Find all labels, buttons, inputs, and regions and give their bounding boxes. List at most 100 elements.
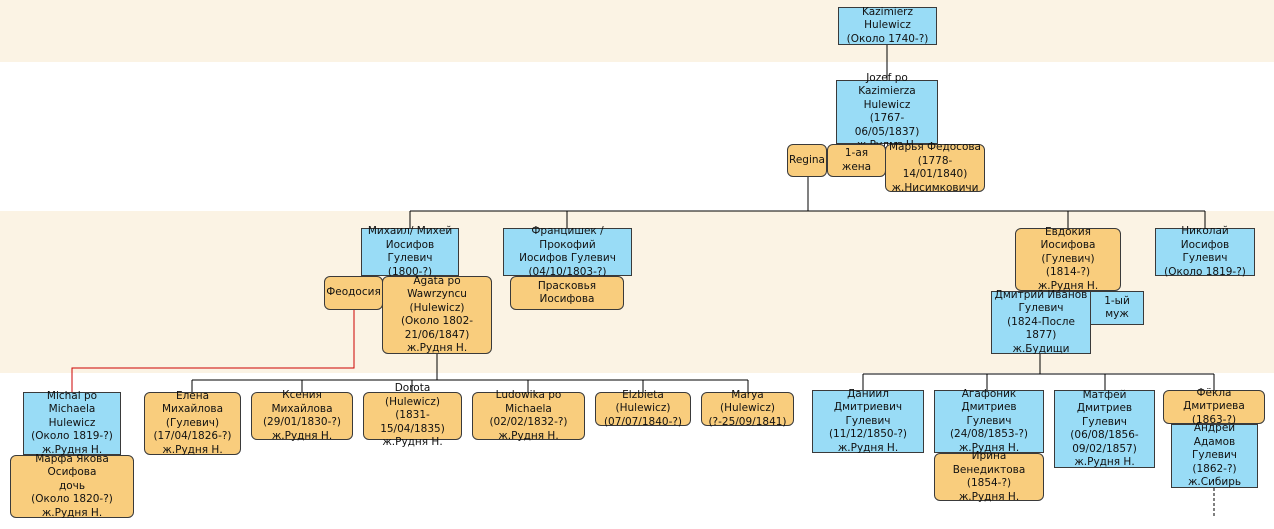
person-marya-fed[interactable]: Марья Федосова(1778-14/01/1840)ж.Нисимко… <box>885 141 985 194</box>
person-text-line: (07/07/1840-?) <box>603 415 683 428</box>
person-elzbieta[interactable]: Elzbieta (Hulewicz)(07/07/1840-?) <box>595 389 691 428</box>
person-text-line: Michal po Michaela <box>46 389 98 416</box>
person-text-line: Гулевич <box>1182 252 1228 264</box>
person-text-line: ж.Рудня Н. <box>41 443 103 456</box>
person-text-line: Hulewicz <box>48 416 96 429</box>
person-text-line: Jozef po Kazimierza <box>858 71 916 98</box>
person-text-line: ж.Рудня Н. <box>382 436 443 449</box>
person-text-line: Dorota (Hulewicz) <box>385 382 440 408</box>
person-text-line: Hulewicz <box>863 98 911 111</box>
person-text-line: Даниил Дмитриевич <box>833 387 903 414</box>
person-text-line: (Гулевич) <box>165 416 220 429</box>
person-text-line: Иосифов Гулевич <box>519 252 616 264</box>
person-praskovya[interactable]: Прасковья Иосифова <box>510 276 624 310</box>
person-text-line: (1800-?) <box>387 265 433 278</box>
person-text-line: Agata po Wawrzyncu <box>407 274 467 301</box>
person-irina[interactable]: Ирина Венедиктова(1854-?)ж.Рудня Н. <box>934 450 1044 503</box>
person-text-line: ж.Рудня Н. <box>837 441 899 454</box>
person-regina[interactable]: Regina <box>787 144 827 177</box>
person-text-line: (11/12/1850-?) <box>828 428 908 441</box>
person-text-line: 1-ый муж <box>1104 294 1130 321</box>
person-kazimierz[interactable]: Kazimierz Hulewicz(Около 1740-?) <box>838 5 937 45</box>
person-text-line: (?-25/09/1841) <box>708 415 787 428</box>
person-text-line: дочь <box>58 479 86 492</box>
person-text-line: Прасковья Иосифова <box>537 279 597 306</box>
person-agata[interactable]: Agata po Wawrzyncu(Hulewicz)(Около 1802-… <box>382 274 492 354</box>
person-text-line: 21/06/1847) <box>404 328 470 341</box>
person-text-line: ж.Сибирь <box>1187 476 1242 489</box>
person-marya-hul[interactable]: Marya (Hulewicz)(?-25/09/1841) <box>701 388 794 428</box>
person-text-line: ж.Рудня Н. <box>41 506 103 519</box>
person-text-line: ж.Рудня Н. <box>498 429 559 442</box>
person-text-line: Marya (Hulewicz) <box>720 388 775 415</box>
person-text-line: Ирина Венедиктова <box>952 450 1026 476</box>
person-text-line: 09/02/1857) <box>1072 442 1137 455</box>
person-text-line: ж.Рудня Н. <box>1037 279 1099 292</box>
person-text-line: Kazimierz Hulewicz <box>862 5 913 32</box>
person-text-line: (Около 1740-?) <box>846 32 929 45</box>
person-text-line: Гулевич <box>966 414 1012 427</box>
person-text-line: 1-ая жена <box>841 147 872 173</box>
person-text-line: (24/08/1853-?) <box>949 428 1029 441</box>
person-feodosia[interactable]: Феодосия <box>324 276 383 310</box>
person-dorota[interactable]: Dorota (Hulewicz)(1831-15/04/1835)ж.Рудн… <box>363 382 462 448</box>
person-wife1[interactable]: 1-ая жена <box>827 144 886 177</box>
person-text-line: Гулевич <box>1081 415 1127 428</box>
person-text-line: (1862-?) <box>1192 462 1237 475</box>
person-text-line: (04/10/1803-?) <box>528 265 607 278</box>
person-text-line: ж.Рудня Н. <box>271 429 333 442</box>
person-text-line: (Около 1820-?) <box>31 493 113 506</box>
person-text-line: (02/02/1832-?) <box>489 416 568 428</box>
person-husband1[interactable]: 1-ый муж <box>1090 291 1144 325</box>
person-text-line: (Около 1819-?) <box>1164 265 1246 278</box>
person-text-line: ж.Рудня Н. <box>958 490 1020 503</box>
person-text-line: (29/01/1830-?) <box>262 416 342 428</box>
person-text-line: ж.Рудня Н. <box>162 443 223 456</box>
person-text-line: (1778-14/01/1840) <box>902 154 968 181</box>
person-text-line: (1854-?) <box>966 477 1012 489</box>
person-text-line: Феодосия <box>326 286 381 299</box>
person-text-line: (06/08/1856- <box>1070 429 1139 441</box>
person-text-line: Андрей Адамов <box>1193 422 1236 448</box>
person-text-line: Гулевич <box>1191 449 1237 462</box>
person-text-line: Дмитрий Иванов <box>994 288 1088 301</box>
person-text-line: (1863-?) <box>1191 413 1237 426</box>
person-fekla[interactable]: Фёкла Дмитриева(1863-?) <box>1163 386 1265 426</box>
person-text-line: ж.Рудня Н. <box>1074 456 1135 468</box>
person-text-line: (1831-15/04/1835) <box>380 409 445 435</box>
person-text-line: (1814-?) <box>1045 266 1091 279</box>
person-text-line: (Около 1819-?) <box>31 430 113 443</box>
person-text-line: Фёкла Дмитриева <box>1183 386 1245 413</box>
person-text-line: Агафоник Дмитриев <box>961 387 1017 414</box>
person-elena[interactable]: Елена Михайлова(Гулевич)(17/04/1826-?)ж.… <box>144 389 241 456</box>
person-text-line: Матфей Дмитриев <box>1076 388 1133 415</box>
person-ksenia[interactable]: Ксения Михайлова(29/01/1830-?)ж.Рудня Н. <box>251 389 353 442</box>
person-text-line: ж.Рудня Н. <box>958 441 1020 454</box>
person-text-line: Марфа Якова Осифова <box>35 452 109 479</box>
person-text-line: Николай Иосифов <box>1180 225 1230 251</box>
person-ludowika[interactable]: Ludowika po Michaela(02/02/1832-?)ж.Рудн… <box>472 389 585 442</box>
person-evdokia[interactable]: Евдокия Иосифова(Гулевич)(1814-?)ж.Рудня… <box>1015 226 1121 292</box>
person-text-line: (Около 1802- <box>400 315 474 327</box>
person-text-line: (Hulewicz) <box>409 301 465 314</box>
person-text-line: Ludowika po Michaela <box>495 389 562 415</box>
person-text-line: Иосифов Гулевич <box>385 238 435 265</box>
person-text-line: Елена Михайлова <box>161 389 224 416</box>
person-text-line: (1824-После 1877) <box>1007 315 1075 342</box>
person-text-line: Гулевич <box>845 414 891 427</box>
person-text-line: ж.Нисимковичи <box>891 181 979 194</box>
person-text-line: Михаил/ Михей <box>367 225 453 237</box>
person-text-line: (Гулевич) <box>1041 252 1095 265</box>
